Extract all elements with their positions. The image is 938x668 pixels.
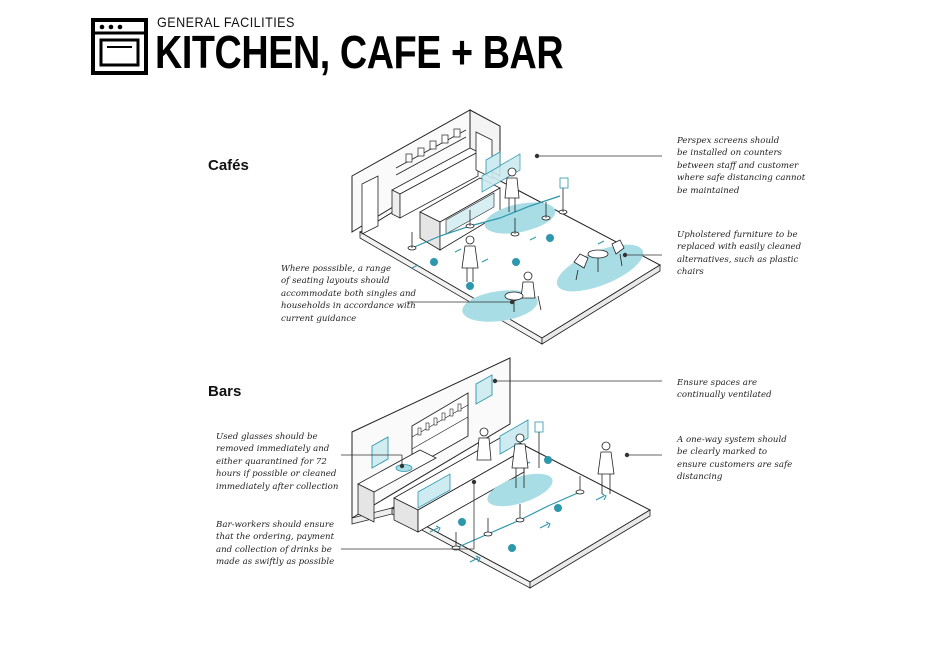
note-line: Bar-workers should ensure — [216, 520, 335, 530]
note-line: made as swiftly as possible — [216, 557, 335, 568]
note-line: chairs — [677, 267, 704, 278]
note-line: accommodate both singles and — [281, 288, 417, 299]
note-one-way-system: A one-way system should be clearly marke… — [677, 434, 792, 484]
note-line: ensure customers are safe — [677, 459, 793, 470]
note-line: A one-way system should — [677, 435, 787, 445]
header-subtitle: GENERAL FACILITIES — [157, 14, 295, 30]
note-line: Used glasses should be — [216, 432, 318, 442]
note-line: either quarantined for 72 — [216, 456, 327, 467]
note-line: be clearly marked to — [677, 447, 768, 458]
note-seating-layouts: Where posssible, a range of seating layo… — [281, 263, 416, 325]
note-line: be maintained — [677, 185, 740, 196]
note-used-glasses: Used glasses should be removed immediate… — [216, 431, 338, 493]
note-line: hours if possible or cleaned — [216, 469, 337, 480]
note-line: distancing — [677, 472, 723, 483]
note-line: between staff and customer — [677, 160, 799, 171]
note-line: and collection of drinks be — [216, 544, 332, 555]
note-upholstered-furniture: Upholstered furniture to be replaced wit… — [677, 229, 801, 279]
note-line: Where posssible, a range — [281, 264, 392, 274]
note-line: of seating layouts should — [281, 276, 390, 287]
note-line: replaced with easily cleaned — [677, 242, 802, 253]
section-title-bars: Bars — [208, 383, 242, 400]
note-ventilated: Ensure spaces are continually ventilated — [677, 377, 772, 402]
note-line: removed immediately and — [216, 444, 330, 455]
note-line: Upholstered furniture to be — [677, 230, 798, 240]
oven-icon — [91, 18, 148, 75]
note-line: immediately after collection — [216, 481, 339, 492]
section-title-cafes: Cafés — [208, 157, 249, 174]
note-line: where safe distancing cannot — [677, 173, 806, 184]
note-line: that the ordering, payment — [216, 532, 335, 543]
note-line: be installed on counters — [677, 148, 782, 159]
note-line: Ensure spaces are — [677, 378, 758, 388]
note-perspex-screens: Perspex screens should be installed on c… — [677, 135, 805, 197]
header-title: KITCHEN, CAFE + BAR — [155, 26, 564, 78]
note-line: alternatives, such as plastic — [677, 254, 799, 265]
note-line: Perspex screens should — [677, 136, 780, 146]
note-line: households in accordance with — [281, 301, 416, 312]
note-bar-workers: Bar-workers should ensure that the order… — [216, 519, 334, 569]
note-line: continually ventilated — [677, 390, 772, 401]
note-line: current guidance — [281, 313, 357, 324]
